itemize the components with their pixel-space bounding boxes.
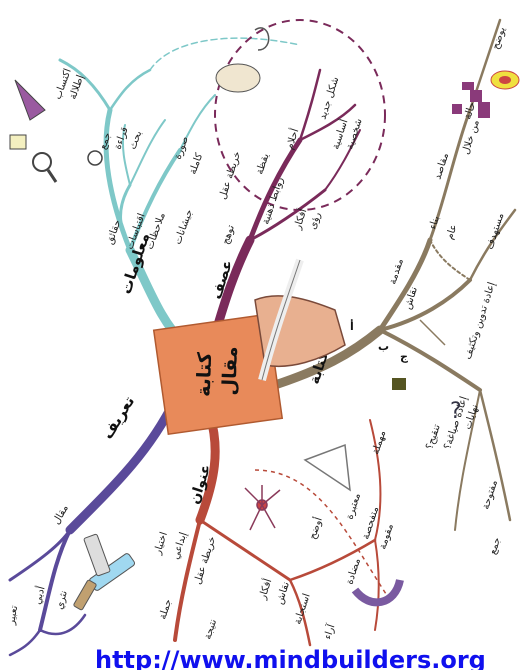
sword-illustration	[355, 580, 400, 602]
writing-target: مستهدف	[484, 212, 506, 251]
question-mark-icon: ?	[450, 399, 462, 424]
title-counter: مضادة	[344, 557, 363, 586]
title-choose: اختيار	[152, 531, 170, 557]
footer-url[interactable]: http://www.mindbuilders.org	[95, 646, 486, 670]
brainstorm-newform: شكل جديد	[317, 76, 341, 121]
brainstorm-glow: توهج	[220, 224, 237, 246]
writing-collect: جمع	[487, 536, 503, 556]
info-picture: صورة	[172, 135, 190, 161]
info-notes: ملاحظات	[144, 211, 167, 251]
brainstorm-dreams: أحلام	[282, 127, 301, 151]
writing-structure: بناء	[427, 215, 442, 231]
title-clearest: أوضح	[305, 515, 324, 541]
info-research: بحث	[127, 129, 144, 151]
brainstorm-mindmap: خريطة عقل	[217, 150, 243, 201]
title-evaluated: مقومة	[377, 523, 396, 551]
writing-open: مفتوحة	[480, 479, 500, 511]
central-line2: مقال	[218, 346, 242, 396]
intro-article: مقال	[51, 503, 71, 526]
info-gist: جيشانات	[172, 208, 195, 246]
writing-arrow	[420, 320, 445, 345]
branch-title	[175, 415, 380, 645]
title-considered: معتبرة	[344, 492, 363, 521]
intro-title-label: تعريف	[98, 393, 138, 442]
title-ideas: أفكار	[255, 577, 274, 602]
title-opinions: آراء	[320, 621, 337, 641]
intro-expression: تعبير	[6, 605, 20, 627]
title-creative: إبداعي	[170, 531, 189, 561]
title-response: استجابة	[292, 592, 312, 626]
writing-b: ب	[378, 340, 389, 353]
info-complete: كاملة	[187, 152, 205, 177]
brainstorm-visions: رؤى	[307, 211, 323, 231]
writing-general: عام	[444, 223, 459, 241]
brainstorm-awake: يقظة	[254, 152, 271, 176]
protractor-illustration	[305, 445, 350, 490]
title-result: نتيجة	[202, 618, 219, 641]
neuron-illustration	[245, 485, 280, 530]
writing-c: ج	[400, 350, 408, 364]
central-line1: كتابة	[193, 351, 217, 397]
stationery-illustration	[73, 534, 136, 611]
structure-illustration	[452, 71, 519, 118]
writing-revise: تنقيح؟	[424, 423, 442, 451]
info-collect: جمع	[97, 131, 113, 151]
writing-rewrite: إعادة تدوين وتكثيف	[462, 281, 497, 361]
title-discussion: نقاش	[274, 581, 292, 606]
writing-explains: يوضح	[490, 26, 508, 51]
writing-a: أ	[350, 319, 354, 333]
writing-case: حالة	[462, 101, 478, 121]
writing-intro: مقدمة	[387, 257, 406, 285]
intro-prose: نثري	[54, 589, 70, 610]
title-sentence: جملة	[157, 598, 174, 621]
brainstorm-cloud	[215, 20, 385, 210]
hat-illustration: ?	[392, 378, 462, 424]
branch-introduction	[10, 400, 175, 655]
